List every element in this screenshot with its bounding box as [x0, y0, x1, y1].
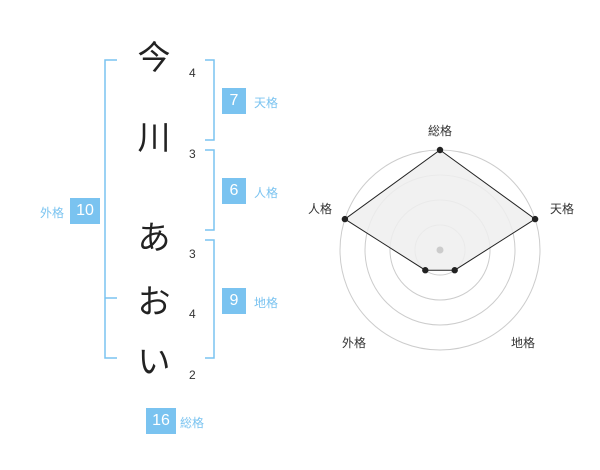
radar-point-2: [531, 215, 539, 223]
radar-point-1: [436, 146, 444, 154]
stroke-count-4: 4: [189, 307, 196, 321]
jinkaku-value: 6: [222, 178, 246, 204]
radar-label-tenkaku: 天格: [550, 202, 575, 216]
gaikaku-value: 10: [70, 198, 100, 224]
radar-point-5: [341, 215, 349, 223]
gaikaku-label: 外格: [40, 206, 65, 220]
radar-label-chikaku: 地格: [511, 336, 536, 350]
jinkaku-label: 人格: [254, 186, 279, 200]
gaikaku-bracket: [104, 59, 117, 359]
name-char-1: 今: [137, 38, 171, 77]
chikaku-label: 地格: [254, 296, 279, 310]
stroke-count-2: 3: [189, 147, 196, 161]
chikaku-value: 9: [222, 288, 246, 314]
stroke-count-5: 2: [189, 368, 196, 382]
tenkaku-label: 天格: [254, 96, 279, 110]
radar-label-gaikaku: 外格: [342, 336, 367, 350]
soukaku-label: 総格: [180, 416, 205, 430]
radar-point-4: [422, 267, 429, 274]
radar-label-jinkaku: 人格: [308, 202, 333, 216]
soukaku-value: 16: [146, 408, 176, 434]
stroke-count-3: 3: [189, 247, 196, 261]
radar-polygon: [344, 149, 536, 271]
name-char-4: お: [137, 282, 171, 321]
jinkaku-bracket: [205, 149, 215, 231]
chikaku-bracket: [205, 239, 215, 359]
stroke-count-1: 4: [189, 66, 196, 80]
name-char-5: い: [137, 342, 171, 381]
tenkaku-value: 7: [222, 88, 246, 114]
radar-point-3: [451, 267, 458, 274]
name-char-3: あ: [137, 218, 171, 257]
name-char-2: 川: [137, 118, 171, 157]
radar-label-soukaku: 総格: [428, 124, 453, 138]
tenkaku-bracket: [205, 59, 215, 141]
radar-center-dot: [436, 246, 444, 254]
